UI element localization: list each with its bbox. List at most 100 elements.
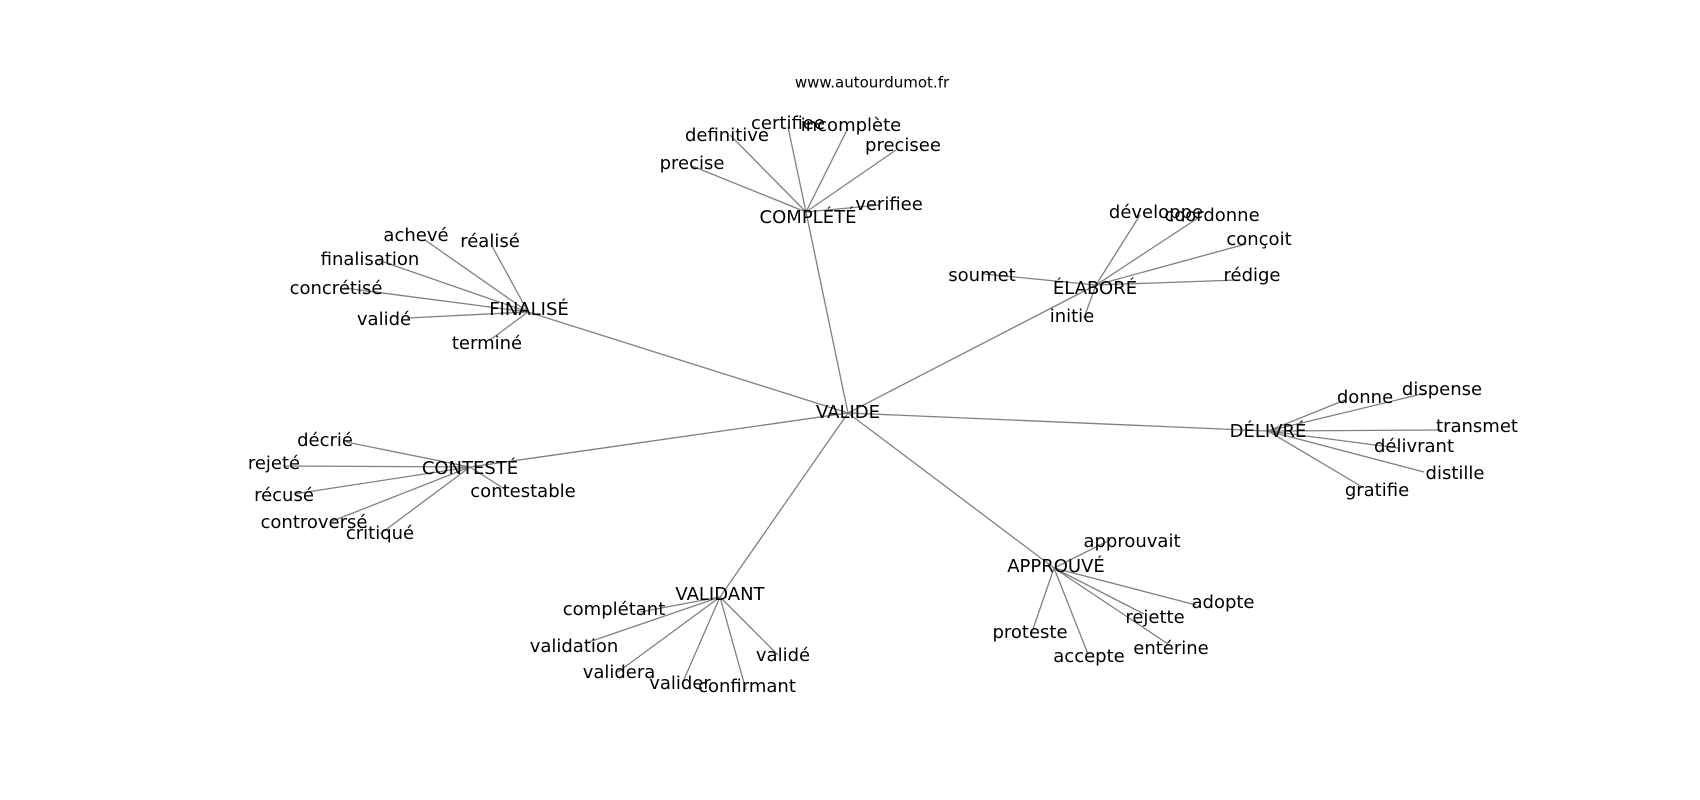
edge-hub-leaf — [983, 273, 1097, 286]
edge-hub-leaf — [491, 245, 529, 313]
edge-hub-leaf — [585, 596, 721, 644]
leaf-node-label: coordonne — [1164, 205, 1259, 226]
edge-hub-leaf — [617, 596, 721, 673]
edge-center-hub — [719, 412, 849, 598]
edge-hub-leaf — [1095, 217, 1199, 286]
edge-hub-leaf — [1095, 279, 1239, 286]
leaf-node-label: soumet — [948, 265, 1015, 286]
edge-hub-leaf — [1267, 429, 1442, 432]
leaf-node-label: validé — [756, 645, 810, 666]
hub-node-label: VALIDANT — [675, 584, 765, 605]
leaf-node-label: finalisation — [321, 249, 420, 270]
leaf-node-label: décrié — [297, 430, 353, 451]
edge-hub-leaf — [293, 466, 471, 495]
edge-hub-leaf — [1031, 567, 1055, 633]
leaf-node-label: incomplète — [801, 115, 902, 136]
leaf-node-label: récusé — [254, 485, 314, 506]
edge-hub-leaf — [343, 287, 529, 313]
leaf-node-label: rejette — [1125, 607, 1184, 628]
edge-hub-leaf — [1267, 392, 1427, 432]
edge-hub-leaf — [729, 134, 807, 213]
edge-hub-leaf — [1267, 399, 1346, 432]
hub-node-label: DÉLIVRÉ — [1230, 420, 1307, 442]
labels-layer: VALIDE COMPLÉTÉ definitivecertifieeincompl… — [248, 113, 1518, 697]
leaf-node-label: controversé — [261, 512, 368, 533]
leaf-node-label: délivrant — [1374, 436, 1454, 457]
leaf-node-label: gratifie — [1345, 480, 1409, 501]
edge-hub-leaf — [469, 466, 507, 491]
edge-center-hub — [805, 211, 849, 414]
edge-hub-leaf — [377, 259, 529, 313]
edge-hub-leaf — [424, 239, 529, 313]
leaf-node-label: definitive — [685, 125, 769, 146]
edge-hub-leaf — [283, 465, 471, 468]
edge-hub-leaf — [719, 596, 779, 656]
leaf-node-label: critiqué — [346, 523, 414, 544]
edge-hub-leaf — [406, 311, 529, 319]
hub-node-label: CONTESTÉ — [422, 457, 518, 479]
edge-hub-leaf — [805, 127, 849, 213]
leaf-node-label: transmet — [1436, 416, 1518, 437]
leaf-node-label: développe — [1109, 202, 1203, 223]
leaf-node-label: verifiee — [855, 194, 923, 215]
edge-hub-leaf — [787, 126, 807, 213]
leaf-node-label: adopte — [1191, 592, 1254, 613]
edge-hub-leaf — [1053, 539, 1111, 569]
edge-hub-leaf — [691, 165, 807, 213]
edges-layer — [283, 126, 1442, 691]
leaf-node-label: validé — [357, 309, 411, 330]
edge-hub-leaf — [639, 596, 721, 613]
edge-hub-leaf — [1053, 567, 1197, 606]
leaf-node-label: complétant — [563, 599, 666, 620]
leaf-node-label: distille — [1426, 463, 1485, 484]
leaf-node-label: precise — [660, 153, 725, 174]
hub-node-label: FINALISÉ — [489, 298, 569, 320]
leaf-node-label: réalisé — [460, 231, 520, 252]
edge-hub-leaf — [1053, 567, 1089, 655]
hub-node-label: APPROUVÉ — [1007, 555, 1105, 577]
leaf-node-label: initie — [1050, 306, 1095, 327]
leaf-node-label: accepte — [1053, 646, 1124, 667]
edge-hub-leaf — [379, 466, 471, 535]
edge-hub-leaf — [681, 596, 721, 685]
edge-center-hub — [847, 412, 1269, 432]
edge-hub-leaf — [489, 311, 529, 341]
edge-hub-leaf — [1267, 430, 1425, 473]
leaf-node-label: terminé — [452, 333, 522, 354]
edge-hub-leaf — [1267, 430, 1365, 489]
hub-node-label: COMPLÉTÉ — [760, 206, 857, 228]
leaf-node-label: conçoit — [1226, 229, 1291, 250]
leaf-node-label: dispense — [1402, 379, 1482, 400]
leaf-node-label: contestable — [470, 481, 575, 502]
source-label: www.autourdumot.fr — [795, 74, 950, 92]
leaf-node-label: achevé — [383, 225, 448, 246]
edge-center-hub — [847, 412, 1055, 569]
leaf-node-label: concrétisé — [290, 278, 383, 299]
leaf-node-label: rédige — [1223, 265, 1280, 286]
edge-hub-leaf — [719, 596, 747, 691]
leaf-node-label: valider — [649, 673, 711, 694]
edge-hub-leaf — [1053, 567, 1145, 615]
hub-node-label: ÉLABORÉ — [1053, 277, 1137, 299]
edge-center-hub — [847, 284, 1097, 414]
leaf-node-label: rejeté — [248, 453, 300, 474]
leaf-node-label: certifiee — [751, 113, 825, 134]
leaf-node-label: proteste — [992, 622, 1067, 643]
center-node-label: VALIDE — [816, 402, 880, 423]
edge-hub-leaf — [1095, 214, 1141, 286]
edge-hub-leaf — [1095, 243, 1247, 286]
edge-hub-leaf — [1083, 284, 1097, 319]
leaf-node-label: precisee — [865, 135, 941, 156]
edge-hub-leaf — [1053, 567, 1169, 645]
edge-hub-leaf — [329, 466, 471, 523]
edge-hub-leaf — [805, 204, 881, 213]
edge-center-hub — [527, 311, 849, 414]
edge-hub-leaf — [805, 149, 897, 213]
leaf-node-label: donne — [1337, 387, 1393, 408]
edge-hub-leaf — [1267, 430, 1399, 449]
leaf-node-label: validation — [530, 636, 619, 657]
edge-center-hub — [469, 412, 849, 468]
leaf-node-label: approuvait — [1083, 531, 1180, 552]
leaf-node-label: validera — [583, 662, 656, 683]
